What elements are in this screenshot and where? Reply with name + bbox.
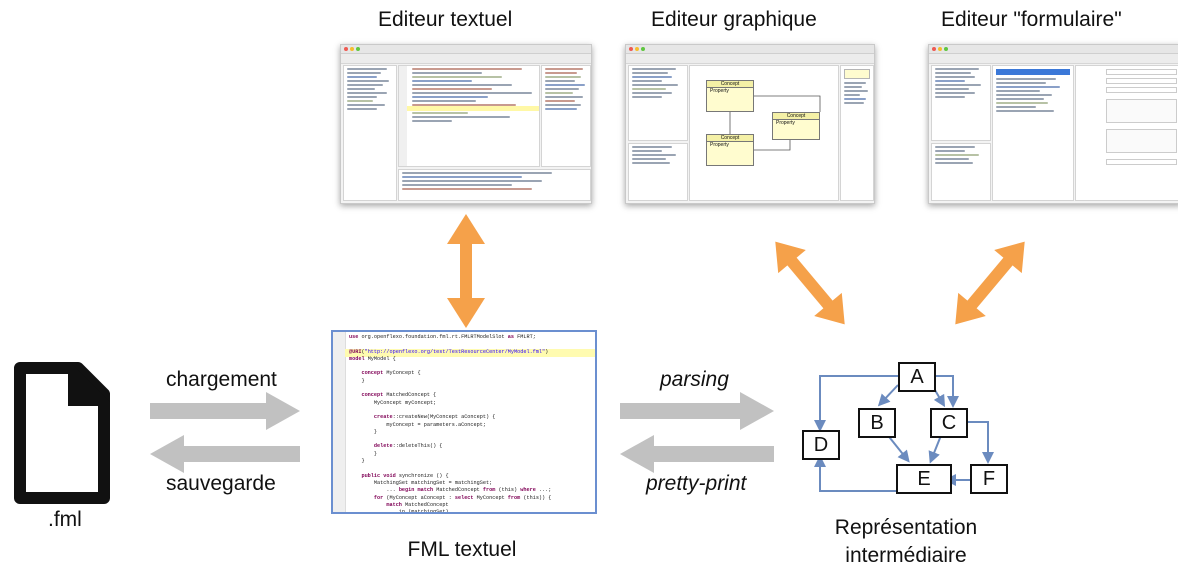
graphical-sync-arrow bbox=[775, 241, 845, 325]
mini-concept-label: Concept bbox=[707, 81, 753, 88]
mini-property-label: Property bbox=[710, 142, 729, 148]
textual-editor-title: Editeur textuel bbox=[378, 8, 513, 31]
graphical-editor-screenshot: Concept Property Concept Property Concep… bbox=[625, 44, 875, 204]
textual-sync-arrow bbox=[447, 214, 485, 328]
textual-editor-screenshot bbox=[340, 44, 592, 204]
graph-node: C bbox=[930, 408, 968, 438]
graph-node: F bbox=[970, 464, 1008, 494]
print-label: pretty-print bbox=[646, 472, 747, 495]
graph-node: D bbox=[802, 430, 840, 460]
form-sync-arrow bbox=[955, 241, 1025, 325]
fml-text-caption: FML textuel bbox=[407, 538, 517, 561]
print-arrow bbox=[620, 435, 774, 473]
mini-concept-label: Concept bbox=[707, 135, 753, 142]
load-arrow bbox=[150, 392, 300, 430]
form-editor-title: Editeur "formulaire" bbox=[941, 8, 1122, 31]
intermediate-caption-line1: Représentation bbox=[834, 516, 978, 539]
parse-label: parsing bbox=[660, 368, 729, 391]
save-label: sauvegarde bbox=[166, 472, 276, 495]
load-label: chargement bbox=[166, 368, 277, 391]
graphical-editor-title: Editeur graphique bbox=[651, 8, 817, 31]
intermediate-caption-line2: intermédiaire bbox=[845, 544, 967, 567]
fml-text-panel: use org.openflexo.foundation.fml.rt.FMLR… bbox=[331, 330, 597, 514]
mini-concept-label: Concept bbox=[773, 113, 819, 120]
graph-node: E bbox=[896, 464, 952, 494]
form-editor-screenshot bbox=[928, 44, 1178, 204]
mini-property-label: Property bbox=[776, 120, 795, 126]
file-label: .fml bbox=[48, 508, 82, 531]
graph-node: B bbox=[858, 408, 896, 438]
graph-node: A bbox=[898, 362, 936, 392]
save-arrow bbox=[150, 435, 300, 473]
parse-arrow bbox=[620, 392, 774, 430]
file-icon bbox=[14, 362, 110, 504]
mini-property-label: Property bbox=[710, 88, 729, 94]
mini-class-diagram bbox=[729, 95, 821, 151]
